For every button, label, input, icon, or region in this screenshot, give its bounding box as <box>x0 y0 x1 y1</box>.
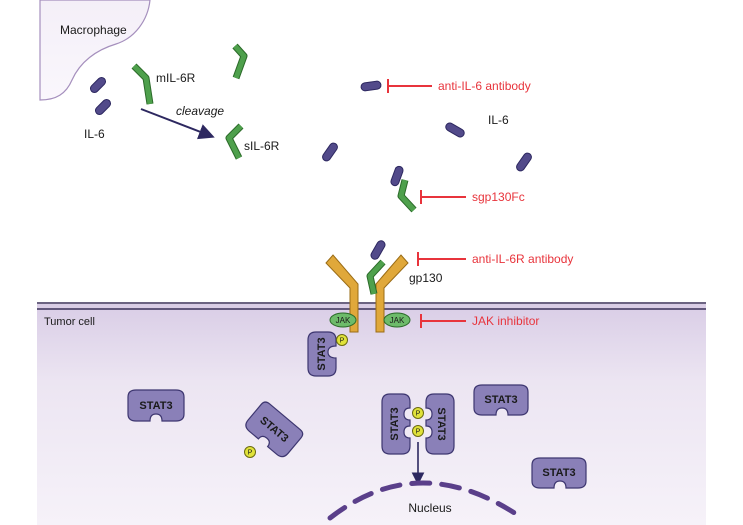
macrophage-label: Macrophage <box>60 23 127 37</box>
il6-receptor-bound <box>366 259 386 295</box>
jak-right-label: JAK <box>390 316 405 325</box>
gp130-receptor <box>325 254 359 333</box>
stat3-free <box>473 384 529 416</box>
il6-molecule <box>390 165 404 187</box>
anti-il6r-antibody-inhibitor <box>417 252 466 266</box>
il6-molecule <box>89 76 107 94</box>
tumor-cell-label: Tumor cell <box>44 316 95 328</box>
nucleus-label: Nucleus <box>408 501 451 515</box>
gp130-receptor <box>375 254 409 333</box>
jak-left <box>329 312 357 328</box>
jak-inhibitor <box>420 314 466 328</box>
stat3-dimer-right-label: STAT3 <box>435 407 447 440</box>
phospho-label: P <box>416 429 421 436</box>
stat3-free-label: STAT3 <box>542 467 575 479</box>
il6-molecule <box>322 142 338 162</box>
soluble-il6-receptor <box>397 179 417 213</box>
stat3-free <box>127 389 185 422</box>
anti-il6r-antibody-label: anti-IL-6R antibody <box>472 252 573 266</box>
jak-left-label: JAK <box>336 316 351 325</box>
membrane-il6-receptor <box>131 63 154 105</box>
phospho-site <box>336 334 348 346</box>
il6-label-right: IL-6 <box>488 113 509 127</box>
jak-right <box>383 312 411 328</box>
soluble-il6-receptor <box>232 43 248 80</box>
phospho-label: P <box>416 411 421 418</box>
soluble-il6-receptor <box>225 123 244 160</box>
il6-molecule <box>360 80 382 92</box>
anti-il6-antibody-label: anti-IL-6 antibody <box>438 79 531 93</box>
mil6r-label: mIL-6R <box>156 71 196 85</box>
phospho-site <box>412 407 424 419</box>
cleavage-label: cleavage <box>176 104 224 118</box>
il6-label-left: IL-6 <box>84 127 105 141</box>
stat3-dimer-left <box>381 393 411 455</box>
phospho-label: P <box>340 338 345 345</box>
il6-molecule <box>516 152 532 172</box>
stat3-tilted <box>245 401 304 458</box>
jak-inhibitor-label: JAK inhibitor <box>472 314 539 328</box>
sgp130fc-inhibitor <box>420 190 466 204</box>
stat3-dimer-right <box>425 393 455 455</box>
phospho-site <box>244 446 256 458</box>
stat3-free-label: STAT3 <box>484 394 517 406</box>
phospho-label: P <box>248 450 253 457</box>
stat3-free <box>531 457 587 489</box>
stat3-docked <box>307 331 337 377</box>
stat3-free-label: STAT3 <box>139 400 172 412</box>
sgp130fc-label: sgp130Fc <box>472 190 525 204</box>
il6-molecule <box>445 122 465 138</box>
il6-molecule <box>370 240 386 260</box>
nucleus-envelope <box>327 480 525 521</box>
anti-il6-antibody-inhibitor <box>387 79 432 93</box>
stat3-dimer-left-label: STAT3 <box>389 407 401 440</box>
phospho-site <box>412 425 424 437</box>
stat3-docked-label: STAT3 <box>316 337 328 370</box>
cleavage-arrow <box>140 108 215 140</box>
il6-molecule <box>94 98 112 116</box>
sil6r-label: sIL-6R <box>244 139 280 153</box>
gp130-label: gp130 <box>409 271 443 285</box>
macrophage-cell <box>39 0 151 101</box>
